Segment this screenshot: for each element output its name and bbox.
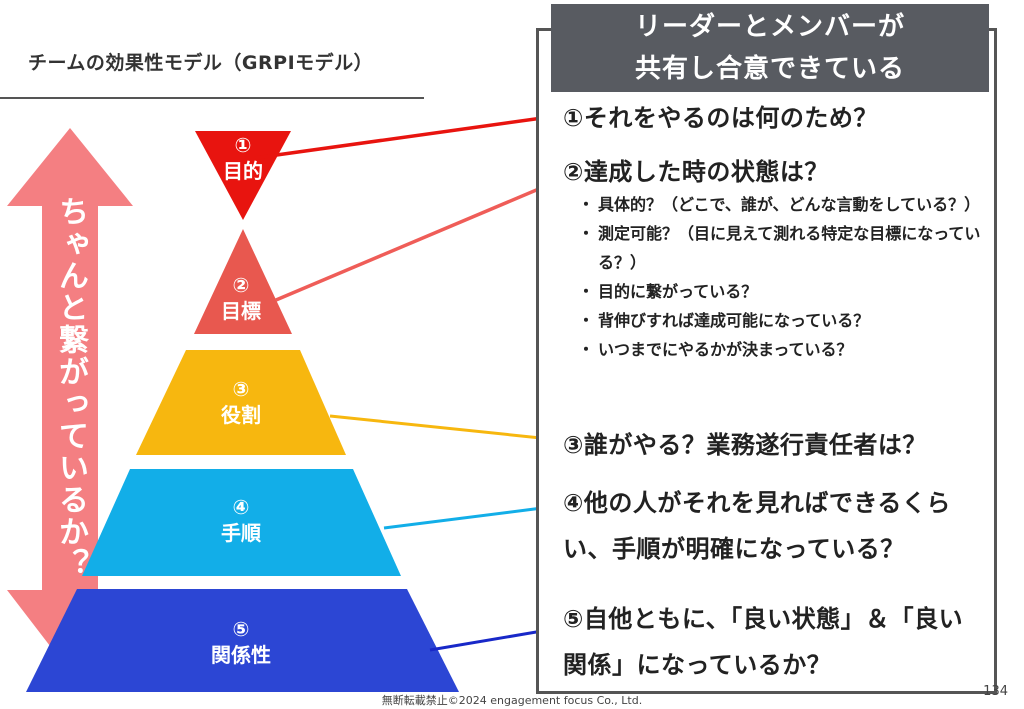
tier-5-label: ⑤ 関係性 [181, 616, 301, 668]
tier-2-number: ② [232, 273, 250, 297]
tier-2-label: ② 目標 [181, 272, 301, 324]
double-arrow [7, 128, 133, 672]
copyright-footer: 無断転載禁止©2024 engagement focus Co., Ltd. [381, 694, 643, 707]
section-purpose: ①それをやるのは何のため？ [563, 104, 878, 132]
list-item: 目的に繋がっている？ [578, 277, 988, 306]
tier-4-label: ④ 手順 [181, 494, 301, 546]
section-roles: ③誰がやる？業務遂行責任者は？ [563, 431, 927, 459]
tier-2-shape [194, 229, 292, 334]
connector-1 [254, 113, 565, 160]
section-procedures: ④他の人がそれを見ればできるくらい、手順が明確になっている？ [563, 489, 951, 563]
tier-3-text: 役割 [221, 403, 261, 427]
tier-3-number: ③ [232, 377, 250, 401]
list-item: 背伸びすれば達成可能になっている？ [578, 306, 988, 335]
title-underline [0, 97, 424, 99]
tier-4-number: ④ [232, 495, 250, 519]
section-relationships: ⑤自他ともに、「良い状態」＆「良い関係」になっているか？ [563, 605, 964, 679]
panel-header-line-2: 共有し合意できている [634, 54, 905, 84]
tier-1-text: 目的 [223, 159, 263, 183]
tier-4-shape [82, 469, 401, 576]
page-number: 134 [983, 684, 1008, 699]
tier-1-label: ① 目的 [183, 132, 303, 184]
slide-title: チームの効果性モデル（GRPIモデル） [28, 52, 374, 74]
connector-4 [383, 503, 567, 530]
tier-3-label: ③ 役割 [181, 376, 301, 428]
tier-3-shape [136, 350, 346, 455]
list-item: いつまでにやるかが決まっている？ [578, 335, 988, 364]
tier-1-number: ① [234, 133, 252, 157]
arrow-label: ちゃんと繋がっているか？ [53, 196, 88, 580]
connector-3 [329, 414, 561, 442]
tier-4-text: 手順 [221, 521, 261, 545]
list-item: 具体的？（どこで、誰が、どんな言動をしている？） [578, 190, 988, 219]
connector-2 [275, 178, 561, 302]
goal-criteria-list: 具体的？（どこで、誰が、どんな言動をしている？） 測定可能？（目に見えて測れる特… [578, 190, 988, 364]
tier-1-shape [195, 131, 291, 220]
tier-5-text: 関係性 [211, 643, 271, 667]
tier-5-shape [26, 589, 459, 692]
list-item: 測定可能？（目に見えて測れる特定な目標になっている？） [578, 219, 988, 277]
section-goal: ②達成した時の状態は？ [563, 158, 829, 186]
panel-header-line-1: リーダーとメンバーが [634, 12, 905, 42]
tier-2-text: 目標 [221, 299, 261, 323]
tier-5-number: ⑤ [232, 617, 250, 641]
panel-header: リーダーとメンバーが 共有し合意できている [551, 4, 989, 92]
